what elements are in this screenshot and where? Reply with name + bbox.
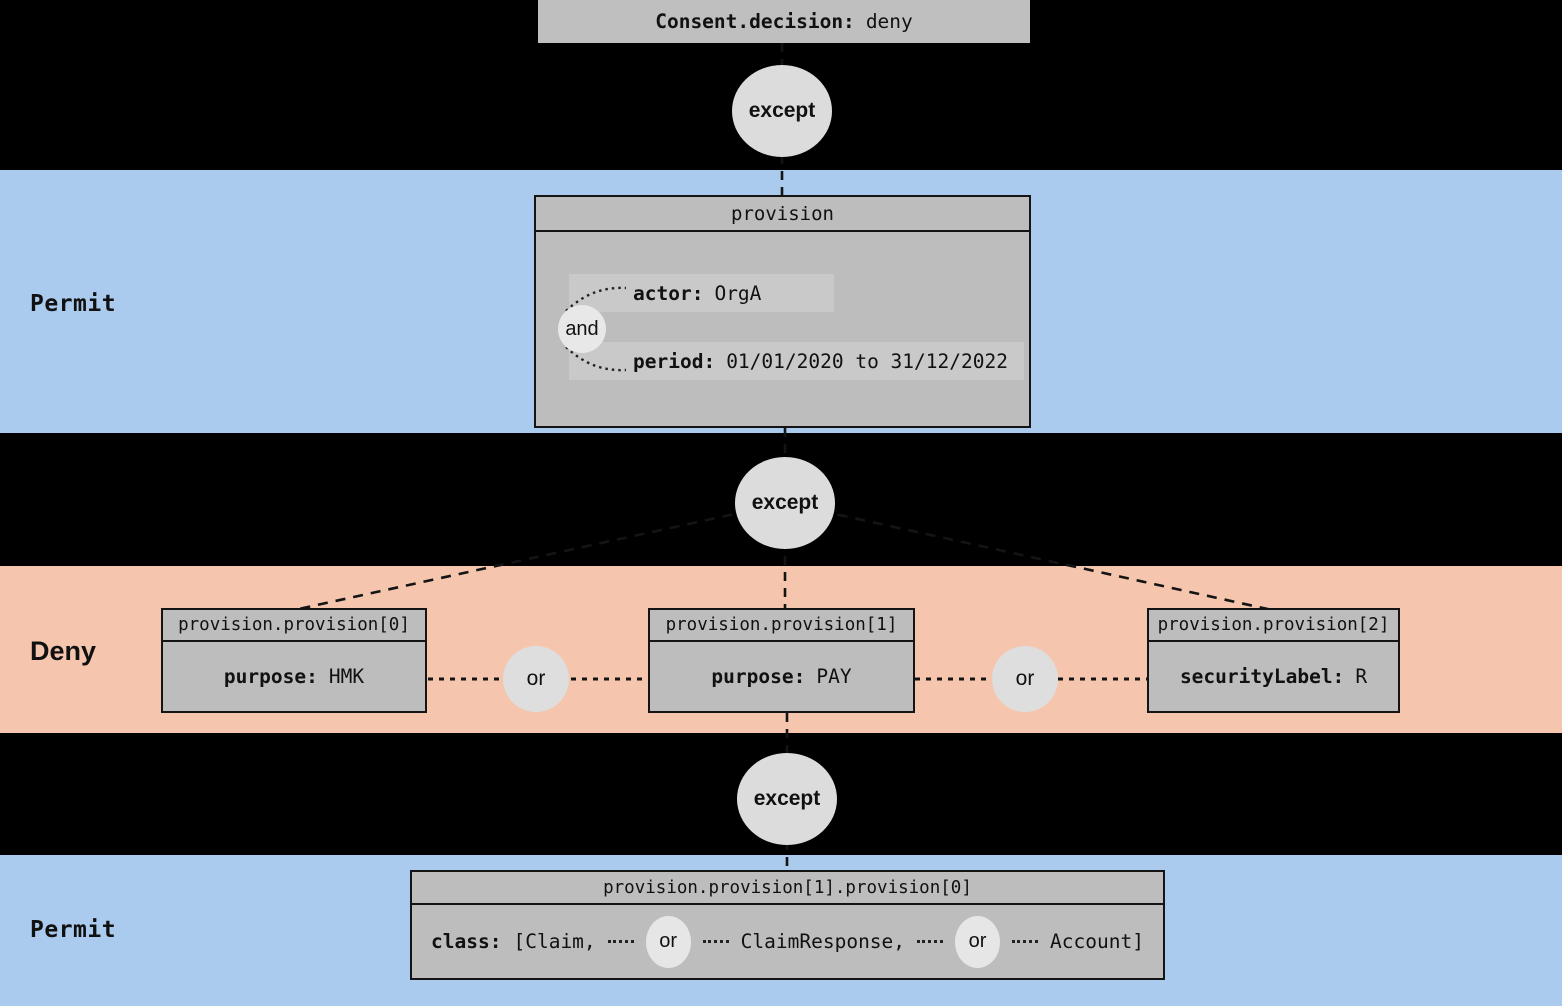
class-item-2: Account]	[1050, 930, 1144, 953]
deny-attr-value-2: R	[1355, 665, 1368, 688]
deny-provision-node-2: provision.provision[2] securityLabel: R	[1147, 608, 1400, 713]
dotted-connector	[1012, 940, 1039, 943]
except-operator-circle-1: except	[732, 65, 832, 157]
and-operator-circle: and	[558, 305, 606, 353]
deny-provision-body-2: securityLabel: R	[1149, 642, 1398, 711]
class-item-0: [Claim,	[513, 930, 596, 953]
or-operator-circle: or	[645, 915, 691, 968]
deny-provision-body-0: purpose: HMK	[163, 642, 425, 711]
band-label-deny: Deny	[30, 636, 97, 666]
attribute-row-actor: actor: OrgA	[569, 274, 834, 312]
deny-provision-header-0: provision.provision[0]	[163, 610, 425, 642]
deny-attr-key-2: securityLabel:	[1179, 665, 1345, 688]
band-label-permit-bottom: Permit	[30, 917, 117, 943]
deny-provision-node-0: provision.provision[0] purpose: HMK	[161, 608, 427, 713]
dotted-connector	[917, 940, 944, 943]
nested-permit-header: provision.provision[1].provision[0]	[412, 872, 1163, 905]
deny-provision-header-2: provision.provision[2]	[1149, 610, 1398, 642]
except-operator-circle-3: except	[737, 753, 837, 845]
dotted-connector	[607, 940, 634, 943]
attribute-period-value: 01/01/2020 to 31/12/2022	[726, 349, 1008, 373]
except-operator-circle-2: except	[735, 457, 835, 549]
deny-provision-node-1: provision.provision[1] purpose: PAY	[648, 608, 915, 713]
class-item-1: ClaimResponse,	[740, 930, 906, 953]
nested-permit-node: provision.provision[1].provision[0] clas…	[410, 870, 1165, 980]
deny-attr-value-0: HMK	[328, 665, 365, 688]
permit-provision-node: provision actor: OrgA period: 01/01/2020…	[534, 195, 1031, 428]
attribute-actor-key: actor:	[633, 281, 704, 305]
or-operator-circle-1: or	[503, 646, 569, 712]
root-decision-node: Consent.decision: deny	[538, 0, 1030, 43]
deny-provision-body-1: purpose: PAY	[650, 642, 913, 711]
deny-attr-key-1: purpose:	[711, 665, 806, 688]
root-decision-value: deny	[865, 10, 913, 33]
class-key: class:	[431, 930, 502, 953]
band-label-permit-top: Permit	[30, 291, 117, 317]
deny-attr-value-1: PAY	[816, 665, 852, 688]
permit-provision-header: provision	[536, 197, 1029, 232]
deny-provision-header-1: provision.provision[1]	[650, 610, 913, 642]
or-operator-circle: or	[955, 915, 1001, 968]
or-operator-circle-2: or	[992, 646, 1058, 712]
root-decision-key: Consent.decision:	[655, 10, 855, 33]
attribute-row-period: period: 01/01/2020 to 31/12/2022	[569, 342, 1024, 380]
dotted-connector	[702, 940, 729, 943]
attribute-period-key: period:	[633, 349, 716, 373]
nested-permit-body: class: [Claim, or ClaimResponse, or Acco…	[412, 905, 1163, 978]
attribute-actor-value: OrgA	[714, 281, 762, 305]
deny-attr-key-0: purpose:	[223, 665, 318, 688]
